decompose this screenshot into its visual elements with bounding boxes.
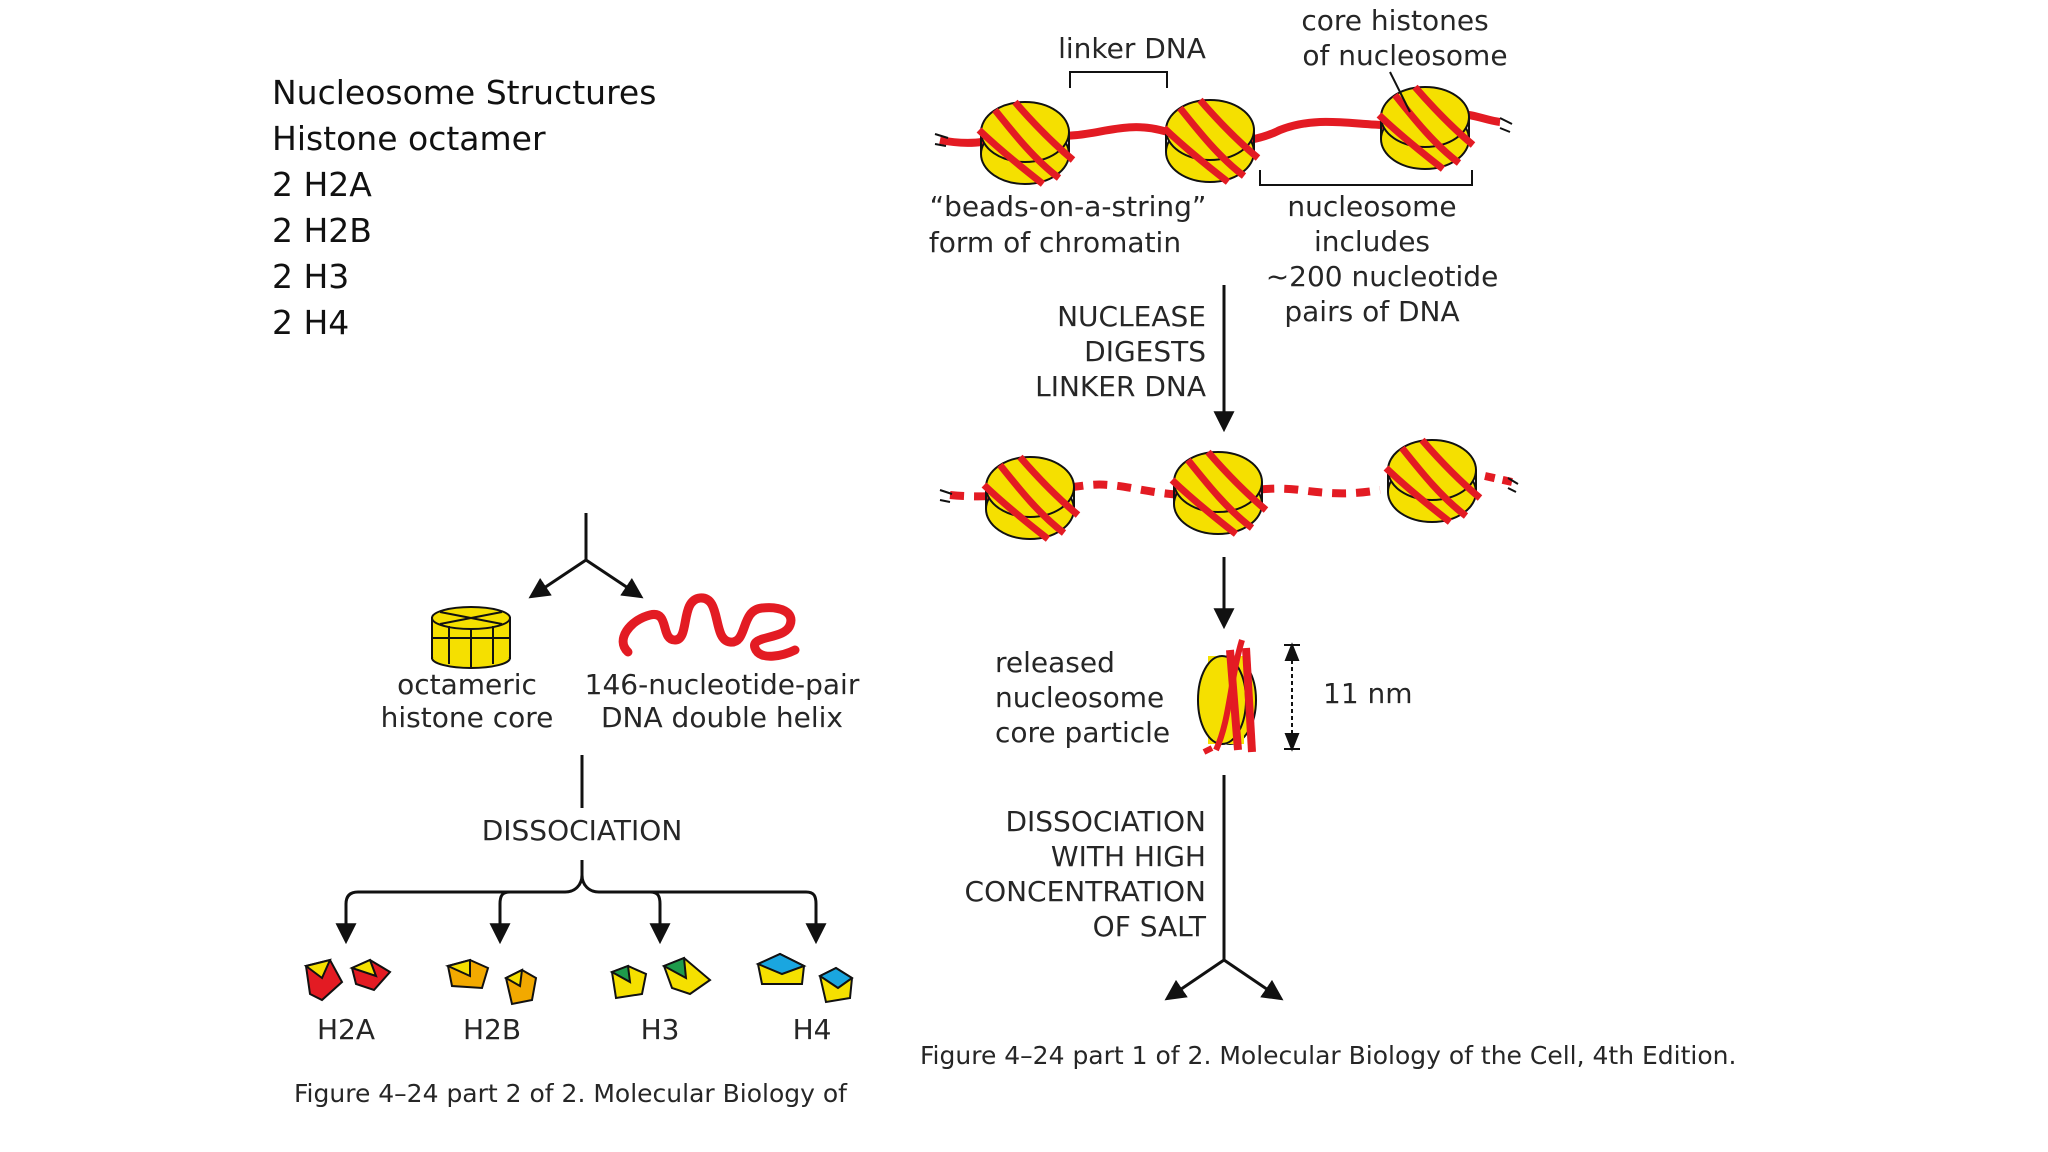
step-arrow bbox=[1164, 958, 1225, 1001]
slide-item: 2 H3 bbox=[272, 257, 350, 296]
released-label-line1: released bbox=[995, 646, 1115, 679]
nucleosome-label-line2: includes bbox=[1314, 225, 1430, 258]
nucleosome-bead bbox=[1386, 440, 1480, 522]
caption-left: Figure 4–24 part 2 of 2. Molecular Biolo… bbox=[294, 1079, 848, 1108]
nucleosome-bead bbox=[979, 102, 1073, 184]
linker-dna-label: linker DNA bbox=[1058, 32, 1206, 65]
linker-bracket bbox=[1069, 71, 1168, 88]
histone-label-h4: H4 bbox=[793, 1013, 832, 1046]
h4-dimer bbox=[755, 952, 854, 1004]
nucleosome-bead bbox=[1379, 87, 1473, 169]
nucleosome-label-line3: ~200 nucleotide bbox=[1266, 260, 1499, 293]
nuclease-step-line2: DIGESTS bbox=[1084, 335, 1206, 368]
slide-text-block: Nucleosome Structures Histone octamer 2 … bbox=[272, 70, 656, 346]
core-particle bbox=[1197, 639, 1257, 755]
dissociation-step-line1: DISSOCIATION bbox=[1005, 805, 1206, 838]
released-label-line3: core particle bbox=[995, 716, 1170, 749]
octamer-label-line2: histone core bbox=[381, 701, 554, 734]
dna-label-line1: 146-nucleotide-pair bbox=[585, 668, 860, 701]
nucleosome-label-line4: pairs of DNA bbox=[1284, 295, 1459, 328]
nucleosome-bead bbox=[984, 457, 1078, 539]
h2b-dimer bbox=[445, 958, 538, 1006]
released-label-line2: nucleosome bbox=[995, 681, 1164, 714]
core-histones-label-line2: of nucleosome bbox=[1302, 39, 1507, 72]
octamer-core bbox=[431, 606, 511, 669]
dissociation-label: DISSOCIATION bbox=[482, 814, 683, 847]
split-arrow bbox=[585, 558, 644, 599]
digested-dna bbox=[949, 480, 1381, 501]
step-arrow bbox=[1223, 958, 1284, 1001]
dna-label-line2: DNA double helix bbox=[601, 701, 843, 734]
nucleosome-label-line1: nucleosome bbox=[1287, 190, 1456, 223]
nucleosome-bead bbox=[1172, 452, 1266, 534]
histone-label-h3: H3 bbox=[641, 1013, 680, 1046]
figure-right: linker DNA core histones of nucleosome “… bbox=[920, 4, 1736, 1070]
slide-item: 2 H2B bbox=[272, 211, 372, 250]
slide-heading: Nucleosome Structures bbox=[272, 73, 657, 112]
caption-right: Figure 4–24 part 1 of 2. Molecular Biolo… bbox=[920, 1041, 1736, 1070]
histone-label-h2b: H2B bbox=[463, 1013, 521, 1046]
dissociation-step-line3: CONCENTRATION bbox=[965, 875, 1206, 908]
nuclease-step-line3: LINKER DNA bbox=[1035, 370, 1206, 403]
slide-item: 2 H4 bbox=[272, 303, 350, 342]
slide-subheading: Histone octamer bbox=[272, 119, 546, 158]
beads-label-line1: “beads-on-a-string” bbox=[930, 190, 1207, 223]
core-histones-label-line1: core histones bbox=[1301, 4, 1488, 37]
nuclease-step-line1: NUCLEASE bbox=[1057, 300, 1206, 333]
dissociation-step-line2: WITH HIGH bbox=[1051, 840, 1206, 873]
split-arrow bbox=[528, 558, 587, 599]
dna-double-helix bbox=[618, 593, 800, 661]
figure-left: octameric histone core 146-nucleotide-pa… bbox=[294, 513, 860, 1108]
size-label: 11 nm bbox=[1323, 677, 1413, 710]
h3-dimer bbox=[609, 956, 712, 1000]
nucleosome-bead bbox=[1164, 100, 1258, 182]
octamer-label-line1: octameric bbox=[397, 668, 537, 701]
slide-item: 2 H2A bbox=[272, 165, 372, 204]
h2a-dimer bbox=[303, 958, 392, 1002]
nucleosome-bracket bbox=[1259, 170, 1473, 186]
beads-label-line2: form of chromatin bbox=[929, 226, 1181, 259]
dissociation-step-line4: OF SALT bbox=[1093, 910, 1207, 943]
histone-label-h2a: H2A bbox=[317, 1013, 375, 1046]
